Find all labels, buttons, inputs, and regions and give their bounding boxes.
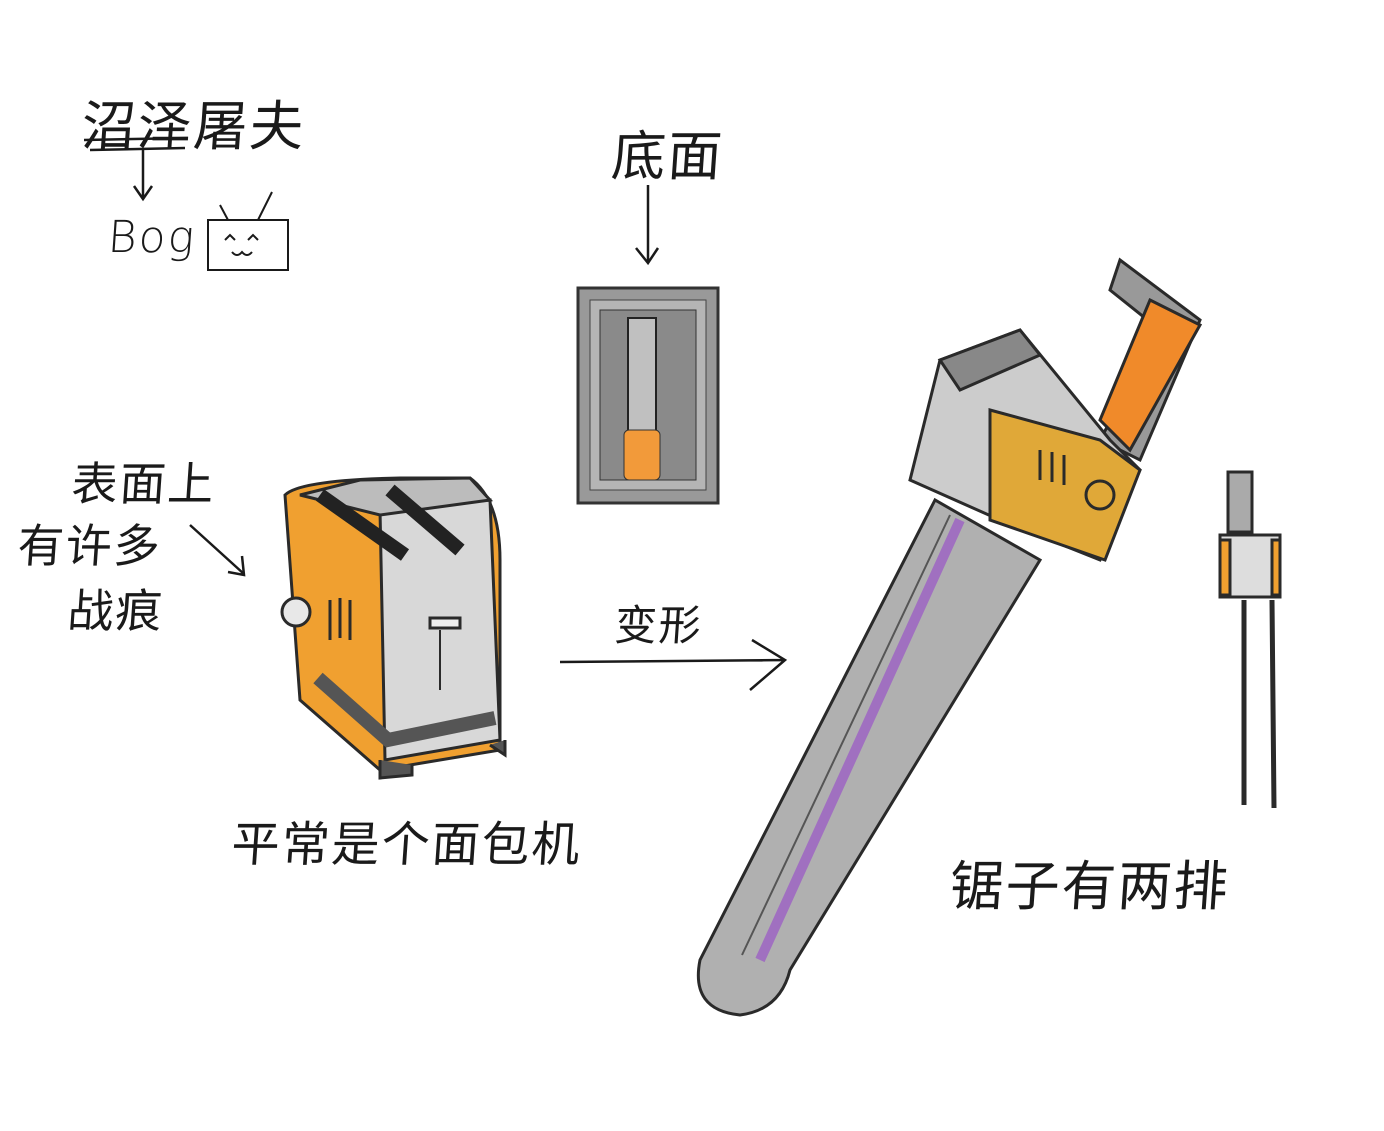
surface-note-line1: 表面上: [69, 457, 218, 511]
surface-note-line3: 战痕: [65, 584, 166, 638]
bottom-view-note: 底面: [609, 125, 726, 188]
surface-note-line2: 有许多: [15, 519, 164, 573]
transform-arrow: [559, 638, 788, 691]
saw-note: 锯子有两排: [947, 855, 1232, 918]
chainsaw-side-view: [1218, 470, 1282, 809]
transform-note: 变形: [613, 601, 705, 650]
toaster-note: 平常是个面包机: [229, 817, 584, 873]
surface-arrow: [189, 524, 246, 577]
bottom-view-arrow: [635, 185, 660, 266]
name-note: Bog: [106, 212, 198, 263]
tv-face-icon: [207, 191, 289, 271]
title-note: 沼泽屠夫: [79, 95, 308, 158]
chainsaw-drawing: [696, 257, 1203, 1017]
title-underline-arrow: [83, 136, 189, 202]
toaster-bottom-view: [576, 286, 720, 505]
toaster-drawing: [280, 476, 507, 780]
